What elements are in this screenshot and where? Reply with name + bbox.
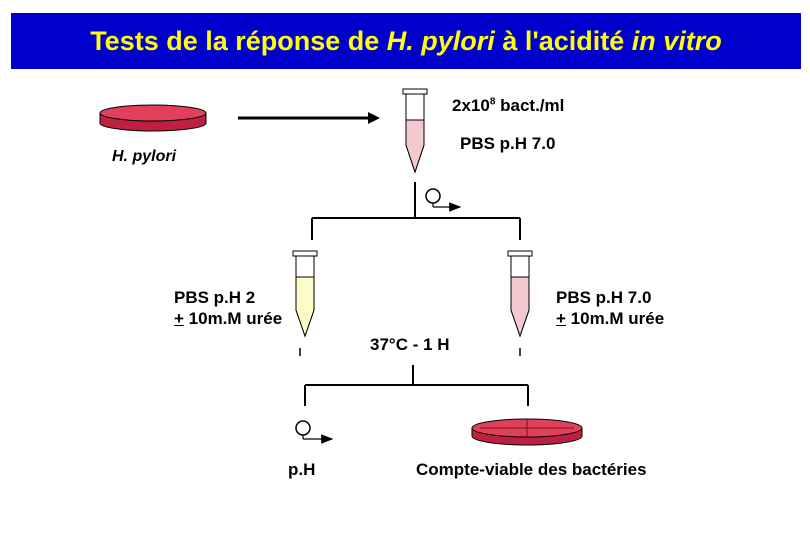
viable-count-label: Compte-viable des bactéries (416, 460, 647, 479)
petri-dish-bottom (471, 418, 583, 446)
merge-connector (299, 348, 529, 406)
tube-right (507, 250, 533, 338)
right-tube-line-1: PBS p.H 7.0 (556, 288, 652, 307)
title-italic-organism: H. pylori (386, 25, 495, 56)
branch-connector (311, 217, 521, 240)
title-part-2: à l'acidité (494, 25, 632, 56)
left-tube-urea: 10m.M urée (183, 309, 283, 328)
title-banner: Tests de la réponse de H. pylori à l'aci… (11, 13, 801, 69)
bacteria-count-unit: bact./ml (495, 96, 565, 115)
transfer-arrow (238, 112, 380, 124)
title-italic-in-vitro: in vitro (631, 25, 722, 56)
ph-probe-bottom-icon (295, 420, 334, 444)
left-tube-plusminus: + (174, 309, 184, 328)
tube-left (292, 250, 318, 338)
bacteria-count-label: 2x108 bact./ml (452, 96, 564, 116)
left-tube-line-2: + 10m.M urée (174, 308, 282, 329)
ph-probe-top-icon (425, 188, 462, 212)
right-tube-plusminus: + (556, 309, 566, 328)
bacteria-count-base: 2x10 (452, 96, 490, 115)
right-tube-urea: 10m.M urée (565, 309, 665, 328)
petri-dish-top (99, 104, 207, 132)
right-tube-label: PBS p.H 7.0 + 10m.M urée (556, 287, 664, 329)
left-tube-line-1: PBS p.H 2 (174, 288, 256, 307)
pbs-start-label: PBS p.H 7.0 (460, 134, 556, 153)
right-tube-line-2: + 10m.M urée (556, 308, 664, 329)
page-title: Tests de la réponse de H. pylori à l'aci… (90, 26, 722, 57)
tube-top (402, 88, 428, 174)
ph-label: p.H (288, 460, 316, 479)
incubation-label: 37°C - 1 H (370, 335, 450, 354)
title-part-1: Tests de la réponse de (90, 25, 387, 56)
left-tube-label: PBS p.H 2 + 10m.M urée (174, 287, 282, 329)
bacteria-count-exponent: 8 (489, 96, 496, 108)
organism-label: H. pylori (112, 148, 177, 165)
